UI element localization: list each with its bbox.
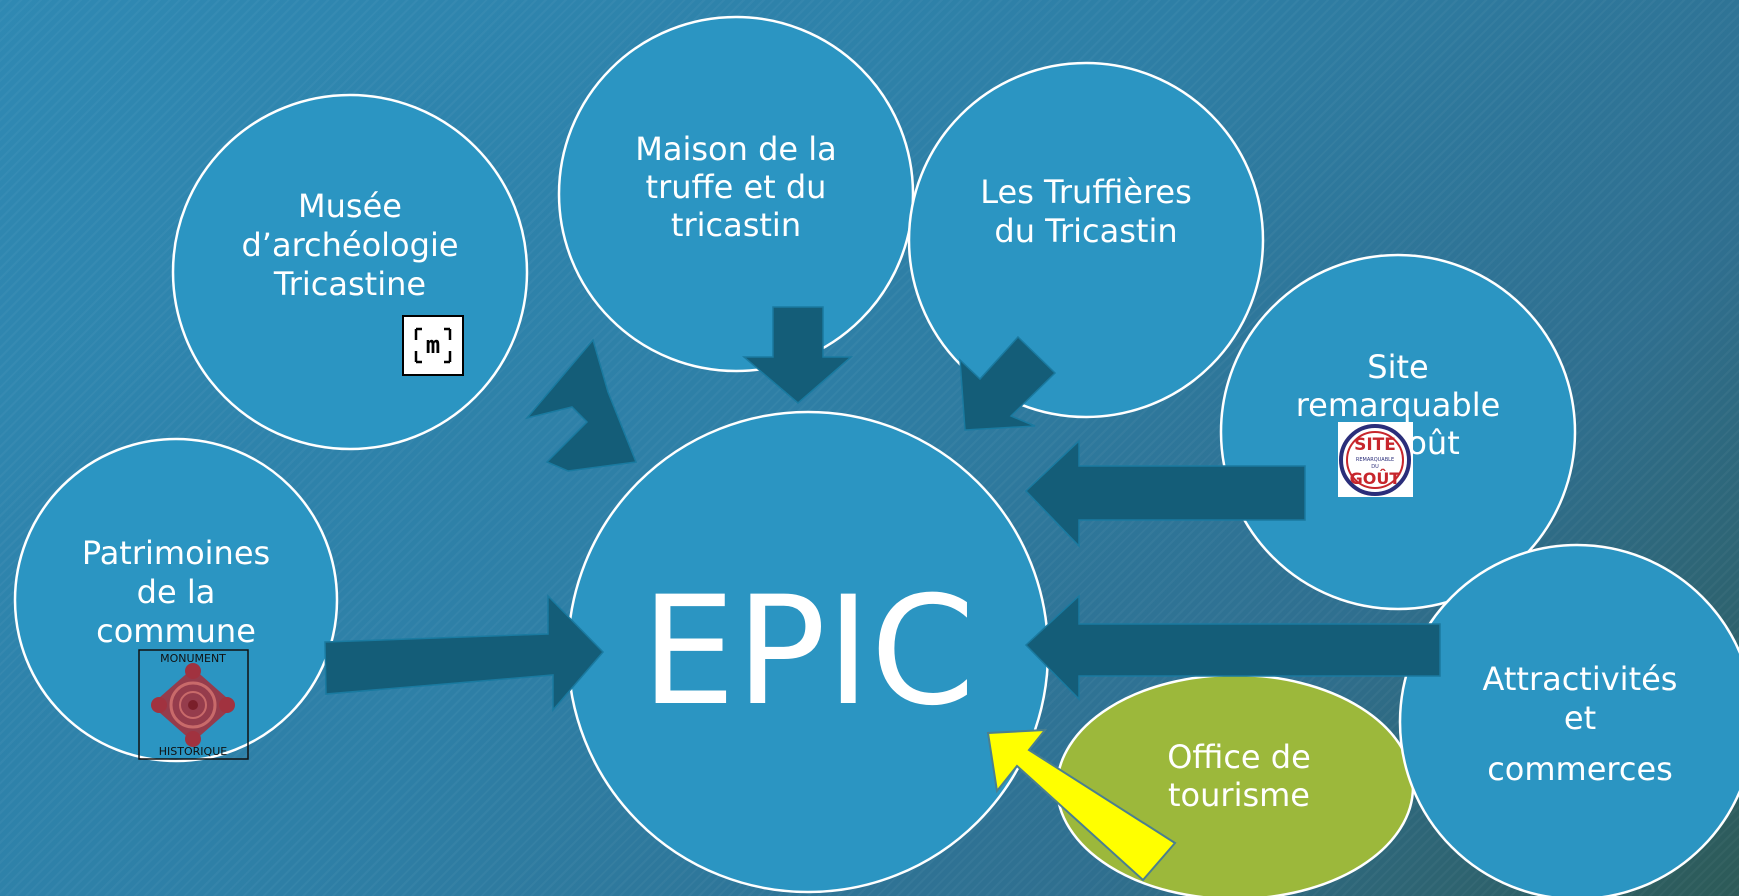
arrow-from-attractivites [1024,594,1441,701]
arrow-from-truffieres [959,335,1057,431]
node-truffieres-circle [907,61,1265,419]
musee-logo-box [402,315,464,376]
arrow-from-patrimoines [324,594,605,713]
node-musee-line-3: Tricastine [273,265,426,303]
musee-logo-frame [414,327,452,364]
node-office-label: Office de tourisme [1167,738,1311,814]
arrow-from-musee [524,338,638,472]
node-office-line-1: Office de [1167,738,1311,776]
musee-logo: m [402,315,464,376]
arrow-from-maison [741,306,854,404]
monument-historique-logo: MONUMENT HISTORIQUE [138,649,249,760]
arrow-from-site [1024,439,1306,548]
node-maison-line-1: Maison de la [635,130,836,168]
site-gout-logo: SITE REMARQUABLE DU GOÛT [1338,422,1413,497]
node-attractivites-line-1: Attractivités [1483,660,1678,698]
site-gout-logo-line-1: SITE [1354,435,1396,455]
site-gout-logo-ring [1339,424,1411,496]
node-maison-label: Maison de la truffe et du tricastin [635,130,836,244]
node-attractivites-label: Attractivités et commerces [1483,660,1678,788]
node-maison-line-3: tricastin [671,206,801,244]
monument-logo-top-text: MONUMENT [160,652,226,665]
monument-logo-frame [138,649,249,760]
node-office-line-2: tourisme [1168,776,1310,814]
node-truffieres-line-2: du Tricastin [994,212,1177,250]
node-patrimoines-line-1: Patrimoines [82,534,270,572]
node-musee-label: Musée d’archéologie Tricastine [241,187,458,303]
node-truffieres-line-1: Les Truffières [980,173,1192,211]
musee-logo-text: m [426,331,440,359]
node-patrimoines-line-3: commune [96,612,256,650]
node-attractivites-line-3: commerces [1487,750,1673,788]
node-maison-line-2: truffe et du [646,168,827,206]
site-gout-logo-line-3: DU [1371,464,1379,470]
node-patrimoines-circle [13,437,339,763]
monument-logo-bottom-text: HISTORIQUE [159,745,227,758]
node-maison-circle [557,15,915,373]
node-attractivites-line-2: et [1564,699,1596,737]
node-musee-line-1: Musée [298,187,402,225]
site-gout-logo-line-4: GOÛT [1350,469,1401,488]
site-gout-logo-line-2: REMARQUABLE [1356,457,1394,463]
node-truffieres-label: Les Truffières du Tricastin [980,173,1192,250]
site-gout-logo-inner-ring [1346,431,1404,489]
center-epic-label: EPIC [641,565,975,739]
node-attractivites-circle [1398,543,1739,896]
node-site-line-1: Site [1367,348,1428,386]
node-site-line-2: remarquable [1296,386,1501,424]
node-patrimoines-line-2: de la [137,573,216,611]
highlight-arrow-from-office [986,728,1177,882]
node-patrimoines-label: Patrimoines de la commune [82,534,270,650]
node-musee-line-2: d’archéologie [241,226,458,264]
monument-logo-emblem [151,663,235,747]
